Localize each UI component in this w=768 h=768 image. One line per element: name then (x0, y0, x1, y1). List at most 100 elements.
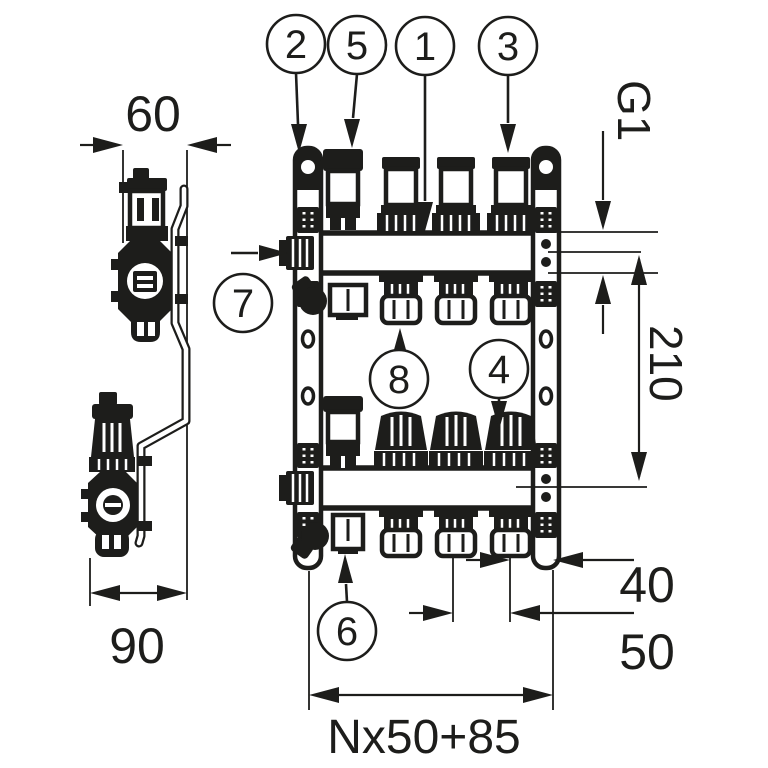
vent-body (325, 409, 361, 445)
bottom-connector (95, 530, 129, 557)
leader-line (344, 583, 349, 603)
outlet-fitting (434, 510, 478, 559)
vent-cap (323, 149, 363, 171)
outlet-fitting (489, 275, 533, 326)
dimension-G1: G1 (595, 80, 660, 334)
outlet-fitting (434, 275, 478, 326)
flowmeter-top (432, 157, 480, 233)
outlet-fittings-upper (379, 275, 533, 326)
side-view: 60 90 (80, 86, 231, 674)
callouts: 2 5 1 3 7 8 (212, 13, 539, 662)
union-slot (137, 284, 153, 288)
balloon-circle (316, 600, 378, 662)
vent-feet-gap (341, 218, 345, 230)
arrowhead-up-icon (631, 255, 647, 285)
clamp-block (535, 281, 557, 307)
balloon-circle (326, 14, 388, 76)
balloon-circle (212, 272, 274, 334)
front-view (279, 145, 562, 571)
inlet-union-lower (279, 471, 314, 505)
dimension-overall-width: Nx50+85 (309, 687, 553, 764)
flowmeter-window (127, 188, 166, 231)
arrowhead-down-icon (500, 124, 516, 153)
clamp-block (535, 512, 557, 538)
bracket-strip-inner (136, 186, 189, 546)
arrowhead-right-icon (480, 552, 510, 568)
outlet-fitting (489, 510, 533, 559)
arrowhead-down-icon (417, 202, 433, 231)
callout-4-number: 4 (488, 348, 510, 392)
arrowhead-down-icon (631, 452, 647, 481)
body-notch (81, 512, 89, 522)
callout-8: 8 (368, 328, 430, 410)
flowmeter-base (126, 226, 168, 241)
mounting-hole (539, 160, 553, 174)
callout-3-number: 3 (497, 25, 519, 69)
leader-line (294, 72, 300, 125)
dimension-50: 50 (409, 605, 675, 680)
dimension-40-label: 40 (619, 557, 675, 613)
callout-2-number: 2 (285, 23, 307, 67)
air-vent-valve-lower (323, 396, 363, 468)
clamp-block (535, 443, 557, 468)
air-vent-valve-upper (323, 149, 363, 230)
connector-slot (102, 535, 109, 549)
arrowhead-right-icon (157, 585, 187, 601)
dimension-210: 210 (631, 255, 692, 481)
drain-outlet (338, 547, 358, 554)
right-dimensions: G1 210 (516, 80, 692, 488)
arrowhead-left-icon (510, 605, 540, 621)
right-bracket (530, 145, 562, 571)
arrowhead-down-icon (344, 119, 360, 148)
callout-5: 5 (326, 14, 388, 148)
lower-manifold-bar (293, 465, 551, 511)
bolt (541, 474, 551, 484)
callout-7-number: 7 (232, 282, 254, 326)
dimension-40: 40 (466, 552, 675, 613)
thermostatic-cap (484, 411, 538, 468)
flowmeter-post (152, 198, 159, 221)
callout-1-number: 1 (414, 25, 436, 69)
arrowhead-right-icon (423, 605, 453, 621)
balloon-circle (368, 348, 430, 410)
callout-6: 6 (316, 554, 378, 662)
arrowhead-left-icon (90, 585, 120, 601)
arrowhead-down-icon (595, 201, 611, 230)
balloon-circle (394, 15, 456, 77)
drain-ball (299, 287, 327, 315)
outlet-fitting (379, 510, 423, 559)
callout-8-number: 8 (388, 358, 410, 402)
arrowhead-left-icon (309, 687, 339, 703)
body-notch (81, 489, 89, 499)
arrowhead-up-icon (595, 275, 611, 304)
outlet-fittings-lower (379, 510, 533, 559)
bracket-tab (175, 294, 188, 304)
dimension-90-label: 90 (109, 618, 165, 674)
leader-line (351, 73, 359, 119)
clamp-block (535, 207, 557, 233)
clamp-block (297, 207, 319, 233)
flowmeter-tab (119, 182, 129, 193)
flowmeter-top (377, 157, 425, 233)
drain-valve-lower (290, 512, 366, 559)
drain-outlet (336, 313, 358, 320)
bracket-tab (175, 236, 188, 246)
callout-7: 7 (212, 245, 288, 334)
vent-cap (323, 396, 363, 412)
side-lower-manifold-section (81, 392, 137, 557)
vent-base (326, 442, 360, 456)
balloon-circle (468, 338, 530, 400)
arrowhead-down-icon (291, 124, 307, 153)
callout-1: 1 (394, 15, 456, 231)
clamp-block (297, 443, 319, 468)
mounting-hole (301, 160, 315, 174)
mounting-slot (538, 386, 554, 406)
callout-3: 3 (477, 15, 539, 153)
mounting-slot (300, 329, 316, 349)
balloon-circle (265, 13, 327, 75)
body-notch (111, 259, 119, 270)
thermo-cap (92, 404, 133, 419)
arrowhead-left-icon (187, 137, 217, 153)
